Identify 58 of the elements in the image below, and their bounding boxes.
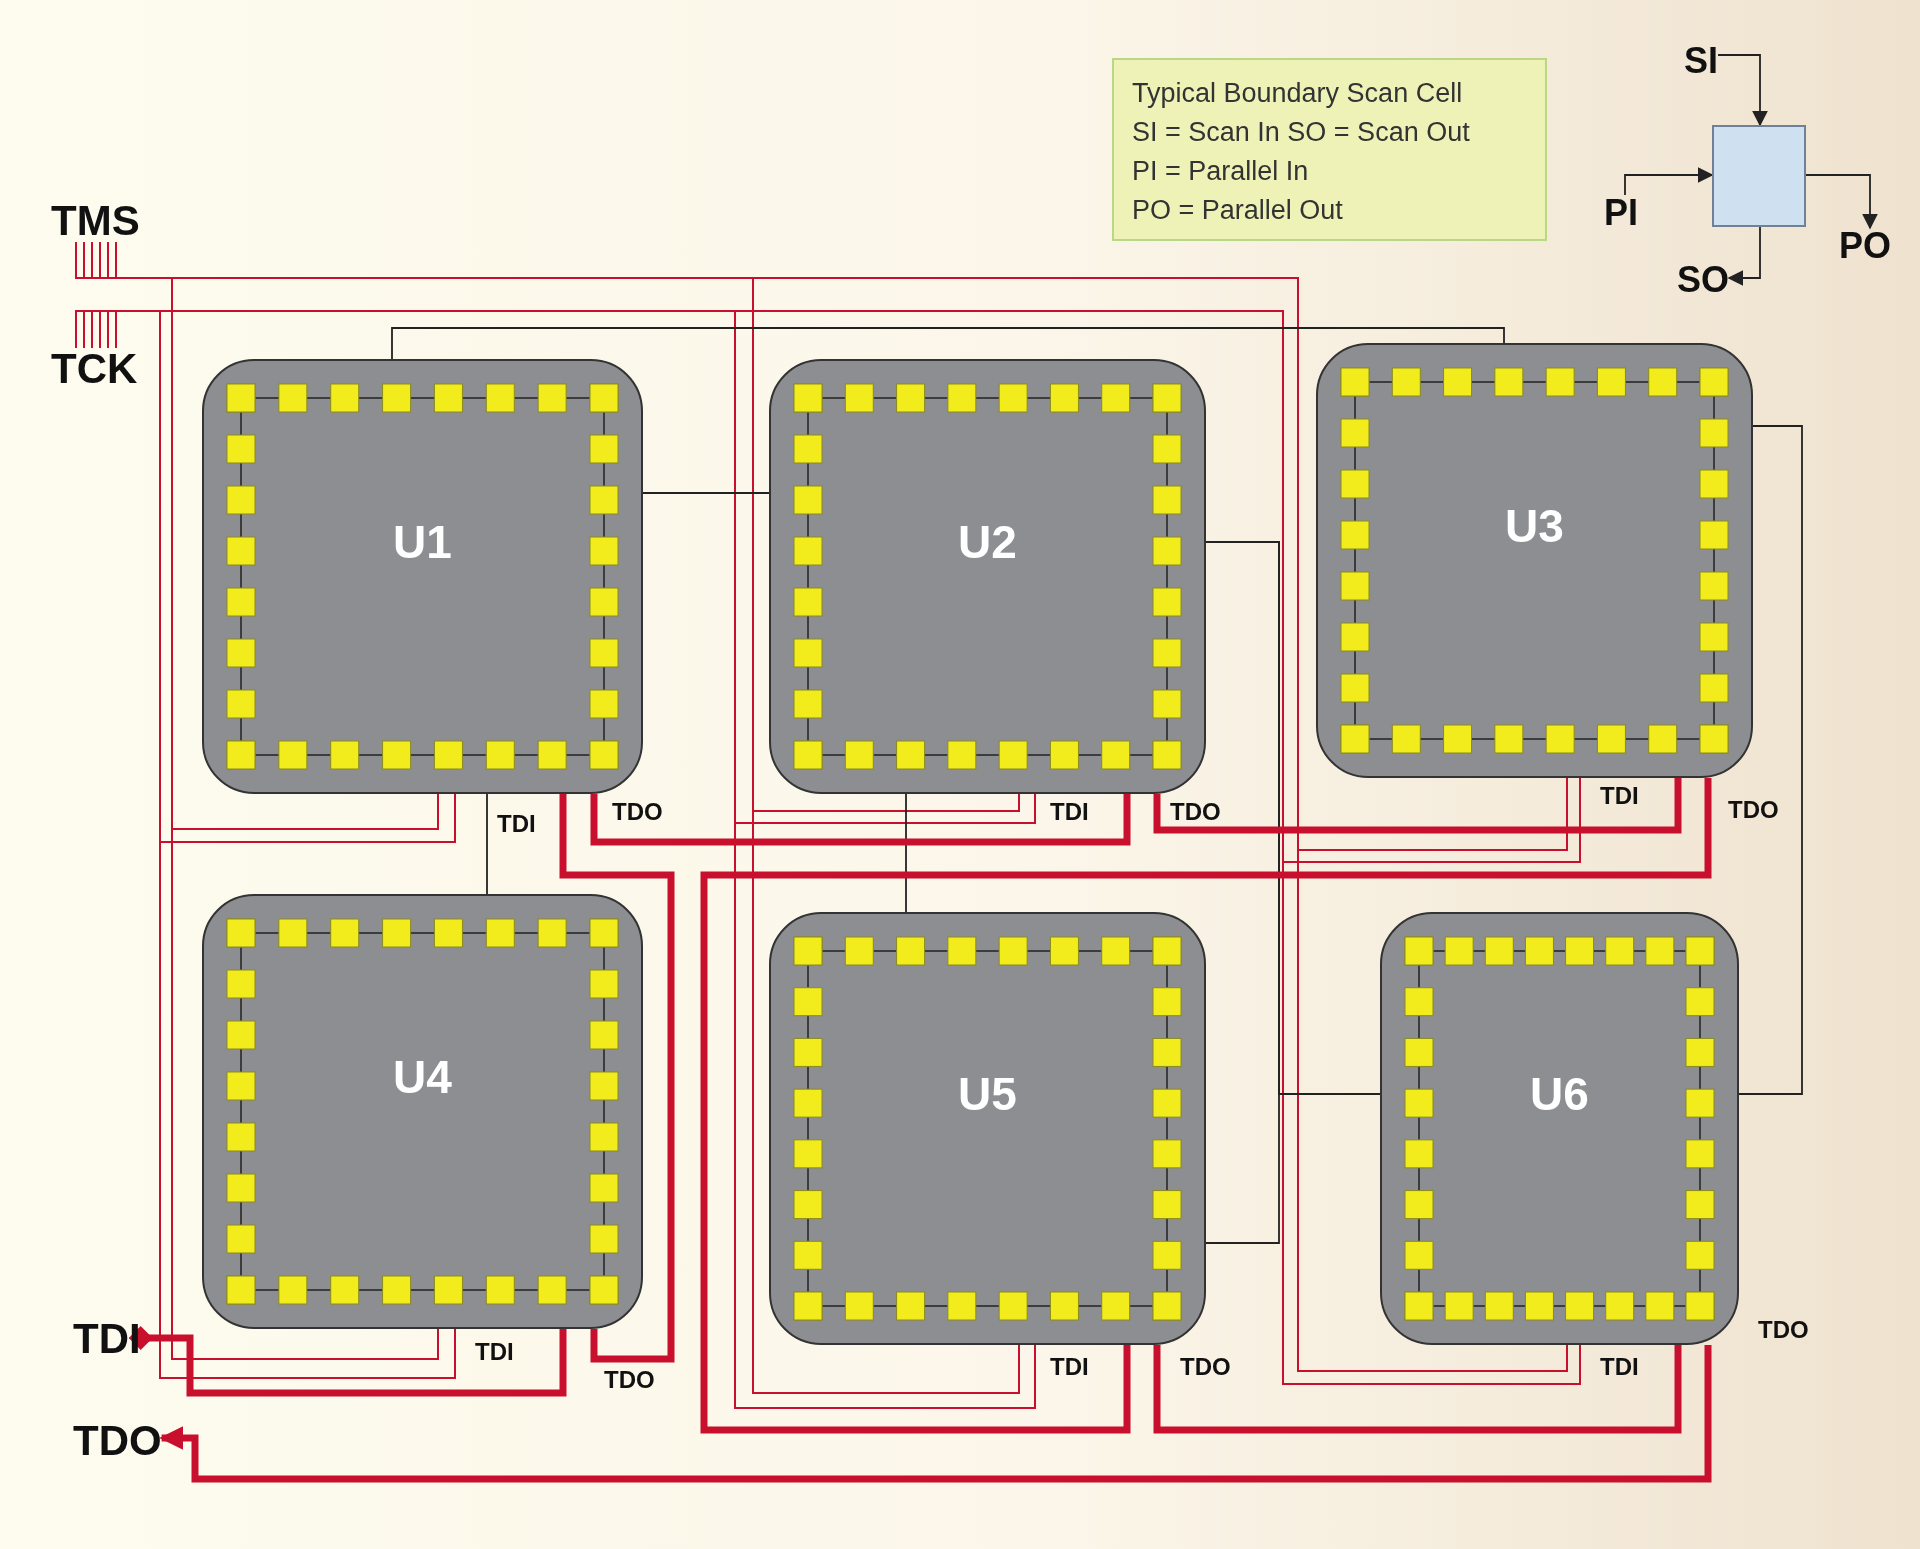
chip-package (769, 912, 1206, 1345)
chip-package (202, 894, 643, 1329)
pin-label: TDI (475, 1340, 514, 1364)
pin-label: TDO (1758, 1318, 1809, 1342)
chip-designator: U3 (1505, 503, 1564, 549)
note-text: PO = Parallel Out (1132, 194, 1344, 228)
arrow (1717, 54, 1768, 127)
pin-label: TDI (1600, 784, 1639, 808)
chip-package (1380, 912, 1739, 1345)
signal-trace (83, 241, 1020, 812)
wire (642, 492, 770, 494)
signal-trace (75, 241, 439, 830)
pin-label: TDI (497, 812, 536, 836)
signal-trace (75, 310, 456, 843)
signal-label: SI (1684, 43, 1718, 79)
pin-label: TDI (1600, 1355, 1639, 1379)
chip-designator: U5 (958, 1071, 1017, 1118)
signal-label: PI (1604, 195, 1638, 231)
arrow (1727, 226, 1761, 286)
wire (391, 327, 1505, 360)
signal-label: TDI (73, 1318, 141, 1360)
pin-label: TDI (1050, 1355, 1089, 1379)
chip-designator: U6 (1530, 1071, 1589, 1118)
wire (905, 793, 907, 913)
chip-designator: U4 (393, 1054, 452, 1100)
scan-cell-box (1712, 125, 1806, 227)
signal-label: TDO (73, 1420, 162, 1462)
arrow (1805, 174, 1878, 230)
pin-label: TDO (1170, 800, 1221, 824)
wire (486, 793, 488, 895)
scan-chain-trace (1153, 1345, 1682, 1434)
note-box (1112, 58, 1547, 241)
arrow (1624, 167, 1714, 196)
signal-label: SO (1677, 262, 1729, 298)
signal-trace (83, 310, 1036, 824)
scan-chain-trace (590, 794, 1131, 846)
signal-label: PO (1839, 228, 1891, 264)
scan-chain-trace (128, 1326, 567, 1397)
pin-label: TDO (1180, 1355, 1231, 1379)
scan-chain-trace (1153, 778, 1682, 834)
scan-chain-trace (700, 778, 1712, 1434)
pin-label: TDO (612, 800, 663, 824)
note-text: Typical Boundary Scan Cell (1132, 77, 1464, 110)
wire (1738, 425, 1803, 1095)
signal-label: TCK (51, 348, 138, 390)
note-text: SI = Scan In SO = Scan Out (1132, 116, 1471, 150)
scan-chain-trace (559, 794, 675, 1363)
pin-label: TDI (1050, 800, 1089, 824)
pin-label: TDO (604, 1368, 655, 1392)
signal-label: TMS (51, 200, 140, 242)
chip-package (769, 359, 1206, 794)
chip-package (202, 359, 643, 794)
chip-package (1316, 343, 1753, 778)
pin-label: TDO (1728, 798, 1779, 822)
note-text: PI = Parallel In (1132, 155, 1310, 189)
chip-designator: U1 (393, 519, 452, 565)
chip-designator: U2 (958, 519, 1017, 565)
scan-chain-trace (159, 1345, 1712, 1483)
